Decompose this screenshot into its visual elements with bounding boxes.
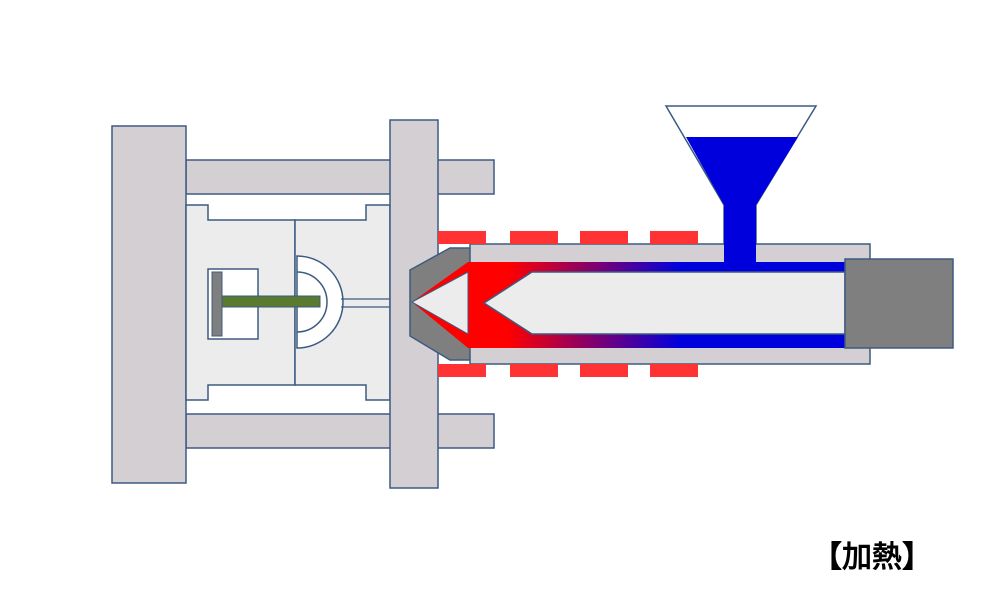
heater-band	[650, 231, 698, 244]
heater-band	[438, 231, 486, 244]
tie-bar-top	[185, 159, 495, 195]
screw	[482, 271, 846, 335]
heater-band	[438, 364, 486, 377]
ejector-rod	[221, 295, 321, 308]
mold-cavity-inner	[296, 271, 328, 333]
left-platen	[111, 125, 187, 484]
heater-band	[510, 231, 558, 244]
drive-unit	[844, 258, 954, 349]
heater-band	[580, 364, 628, 377]
heater-band	[650, 364, 698, 377]
caption-label: 【加熱】	[812, 540, 932, 575]
heater-band	[580, 231, 628, 244]
heater-band	[510, 364, 558, 377]
nozzle-tip-hole	[410, 271, 469, 335]
ejector-plate	[211, 271, 223, 337]
tie-bar-bottom	[185, 413, 495, 449]
hopper-resin	[686, 137, 798, 262]
